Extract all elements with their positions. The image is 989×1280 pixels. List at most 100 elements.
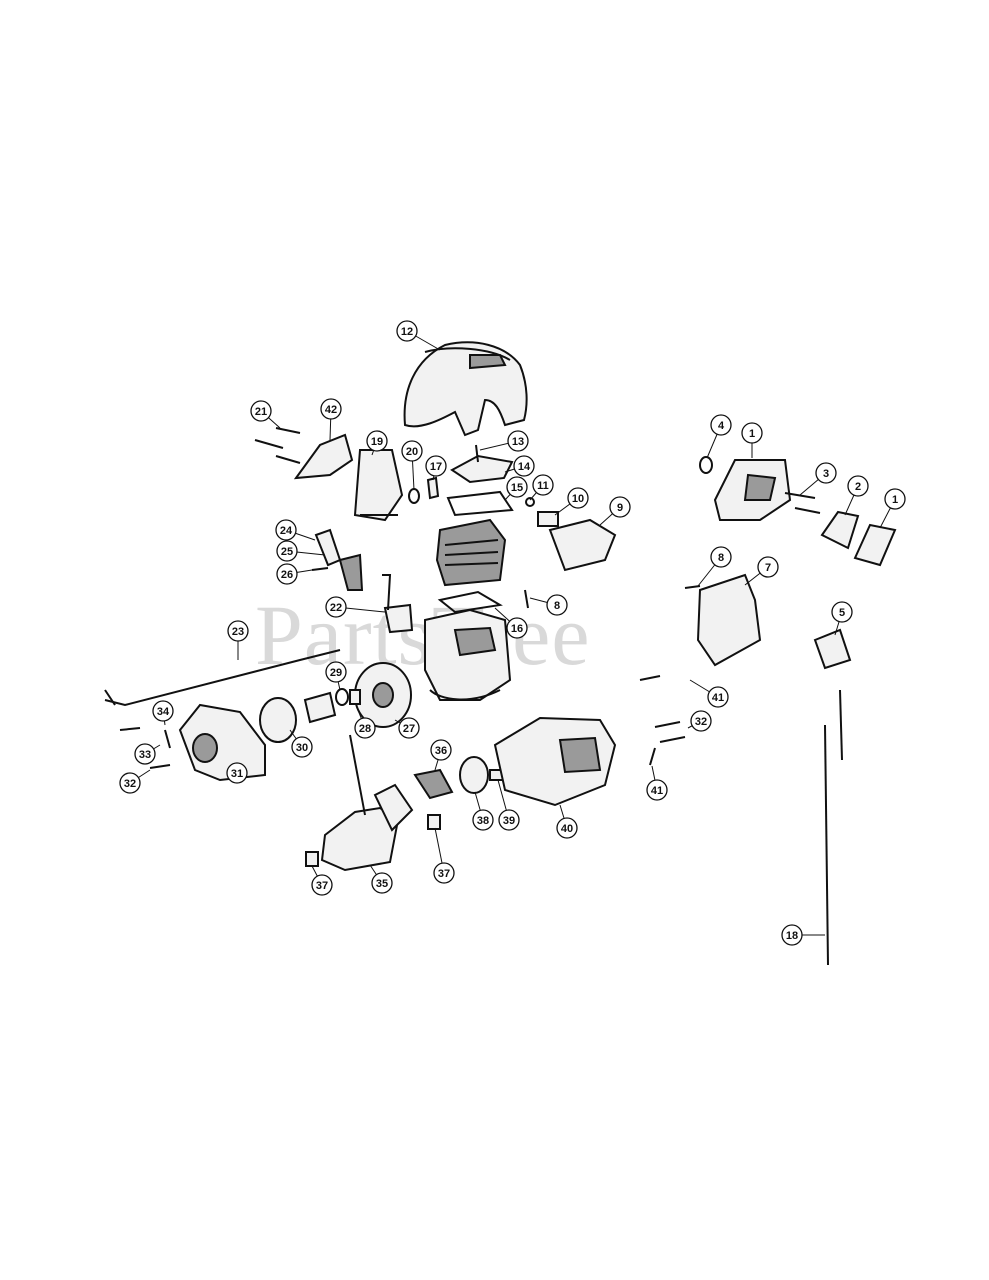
callout-17: 17 xyxy=(425,455,447,481)
callout-8: 8 xyxy=(697,546,732,587)
callout-circle xyxy=(646,779,668,801)
callout-36: 36 xyxy=(430,739,452,771)
primer-bulb xyxy=(314,528,364,591)
callout-number: 10 xyxy=(572,493,584,505)
callout-circle xyxy=(320,398,342,420)
callout-circle xyxy=(276,563,298,585)
callout-32: 32 xyxy=(687,710,712,732)
callout-circle xyxy=(325,596,347,618)
callout-circle xyxy=(227,620,249,642)
rear-housing xyxy=(493,716,617,807)
callout-number: 36 xyxy=(435,745,447,757)
callout-circle xyxy=(567,487,589,509)
callout-circle xyxy=(152,700,174,722)
callout-40: 40 xyxy=(556,804,578,839)
starter-pulley xyxy=(459,756,505,794)
callout-circle xyxy=(472,809,494,831)
crankcase xyxy=(424,608,512,701)
callout-number: 32 xyxy=(695,716,707,728)
callout-30: 30 xyxy=(289,729,313,758)
callout-circle xyxy=(781,924,803,946)
cylinder-cover xyxy=(446,454,514,517)
callout-number: 35 xyxy=(376,878,388,890)
key-28 xyxy=(349,689,361,705)
callout-number: 5 xyxy=(839,607,845,619)
callout-number: 37 xyxy=(438,868,450,880)
callout-31: 31 xyxy=(226,762,248,784)
callout-21: 21 xyxy=(250,400,281,429)
callout-33: 33 xyxy=(134,743,161,765)
callout-24: 24 xyxy=(275,519,316,541)
callout-41: 41 xyxy=(689,679,729,708)
clutch-housing xyxy=(178,703,266,782)
callout-14: 14 xyxy=(504,455,535,477)
callout-37: 37 xyxy=(311,865,333,896)
callout-circle xyxy=(532,474,554,496)
callout-number: 30 xyxy=(296,742,308,754)
callout-number: 13 xyxy=(512,436,524,448)
callout-5: 5 xyxy=(831,601,853,636)
callout-circle xyxy=(401,440,423,462)
callout-number: 21 xyxy=(255,406,267,418)
engine-shroud xyxy=(403,341,528,437)
callout-28: 28 xyxy=(354,704,376,739)
callout-18: 18 xyxy=(781,924,825,946)
washer-29 xyxy=(335,688,349,706)
callout-circle xyxy=(291,736,313,758)
callout-number: 25 xyxy=(281,546,293,558)
callout-number: 24 xyxy=(280,525,293,537)
callout-circle xyxy=(546,594,568,616)
callout-circle xyxy=(710,414,732,436)
callout-number: 12 xyxy=(401,326,413,338)
callout-13: 13 xyxy=(479,430,529,452)
callout-number: 4 xyxy=(718,420,725,432)
callout-circle xyxy=(366,430,388,452)
bolts-21 xyxy=(254,427,301,464)
callout-37: 37 xyxy=(433,827,455,884)
callout-circle xyxy=(556,817,578,839)
callout-circle xyxy=(506,617,528,639)
callouts: 1123457889101112131415161718192021222324… xyxy=(119,320,906,946)
callout-20: 20 xyxy=(401,440,423,491)
nut-11 xyxy=(525,497,535,507)
callout-41: 41 xyxy=(646,765,668,801)
gasket xyxy=(437,590,503,614)
screws-41 xyxy=(639,675,661,766)
callout-circle xyxy=(430,739,452,761)
clutch-assembly xyxy=(259,691,337,743)
callout-number: 8 xyxy=(554,600,560,612)
callout-circle xyxy=(507,430,529,452)
callout-circle xyxy=(498,809,520,831)
callout-23: 23 xyxy=(227,620,249,660)
screw-26 xyxy=(311,567,329,571)
callout-12: 12 xyxy=(396,320,441,351)
callout-25: 25 xyxy=(276,540,326,562)
heat-shield xyxy=(353,449,404,522)
callout-38: 38 xyxy=(472,791,494,831)
callout-number: 16 xyxy=(511,623,523,635)
callout-number: 3 xyxy=(823,468,829,480)
clip-37a xyxy=(427,814,441,830)
callout-circle xyxy=(815,462,837,484)
callout-number: 20 xyxy=(406,446,418,458)
callout-number: 18 xyxy=(786,930,798,942)
spark-plug-17 xyxy=(426,476,440,500)
callout-9: 9 xyxy=(599,496,631,526)
callout-32: 32 xyxy=(119,769,151,794)
callout-19: 19 xyxy=(366,430,388,456)
clip-37b xyxy=(305,851,319,867)
callout-circle xyxy=(609,496,631,518)
callout-circle xyxy=(513,455,535,477)
callout-number: 41 xyxy=(651,785,663,797)
ring-4 xyxy=(699,456,713,474)
flywheel xyxy=(354,662,412,728)
callout-26: 26 xyxy=(276,563,313,585)
callout-number: 33 xyxy=(139,749,151,761)
callout-number: 29 xyxy=(330,667,342,679)
callout-circle xyxy=(690,710,712,732)
callout-circle xyxy=(847,475,869,497)
callout-number: 23 xyxy=(232,626,244,638)
callout-11: 11 xyxy=(529,474,554,501)
